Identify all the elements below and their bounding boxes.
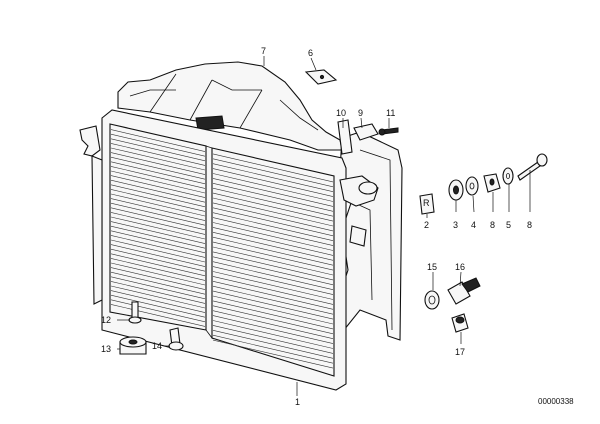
mounting-bracket-parts-9-10-11 (337, 119, 399, 155)
callout-14: 14 (152, 341, 162, 351)
callout-16: 16 (455, 262, 465, 272)
plug-part-17 (451, 313, 469, 333)
callout-5: 5 (506, 220, 511, 230)
callout-15: 15 (427, 262, 437, 272)
svg-text:R: R (423, 198, 430, 208)
sleeve-part-4 (465, 176, 479, 196)
radiator-fins-left (110, 129, 206, 327)
washer-part-5 (502, 167, 514, 185)
callout-8-bushing: 8 (490, 220, 495, 230)
rubber-mount-part-13 (119, 336, 147, 355)
callout-8-screw: 8 (527, 220, 532, 230)
callout-6: 6 (308, 48, 313, 58)
temperature-switch-part-16 (447, 277, 481, 305)
clip-part-2: R (419, 193, 435, 215)
callout-12: 12 (101, 315, 111, 325)
leader-lines (117, 56, 531, 396)
cover-plate-part-6 (304, 69, 338, 85)
document-number: 00000338 (538, 397, 574, 406)
bolt-part-12 (128, 301, 142, 324)
callout-4: 4 (471, 220, 476, 230)
fan-shroud (117, 61, 343, 151)
callout-17: 17 (455, 347, 465, 357)
callout-1: 1 (295, 397, 300, 407)
radiator (79, 109, 379, 391)
callout-9: 9 (358, 108, 363, 118)
callout-2: 2 (424, 220, 429, 230)
callout-13: 13 (101, 344, 111, 354)
screw-part-14 (168, 327, 184, 351)
screw-part-8 (517, 153, 548, 181)
grommet-part-3 (448, 179, 464, 201)
callout-numbers: 1 2 3 4 8 5 8 6 7 9 10 11 12 13 14 15 16… (101, 46, 532, 407)
callout-7: 7 (261, 46, 266, 56)
bushing-part-8 (483, 173, 501, 193)
sealing-ring-part-15 (424, 290, 440, 310)
callout-10: 10 (336, 108, 346, 118)
callout-11: 11 (386, 108, 395, 118)
callout-3: 3 (453, 220, 458, 230)
side-shroud (337, 131, 403, 341)
radiator-fins-right (212, 153, 334, 369)
